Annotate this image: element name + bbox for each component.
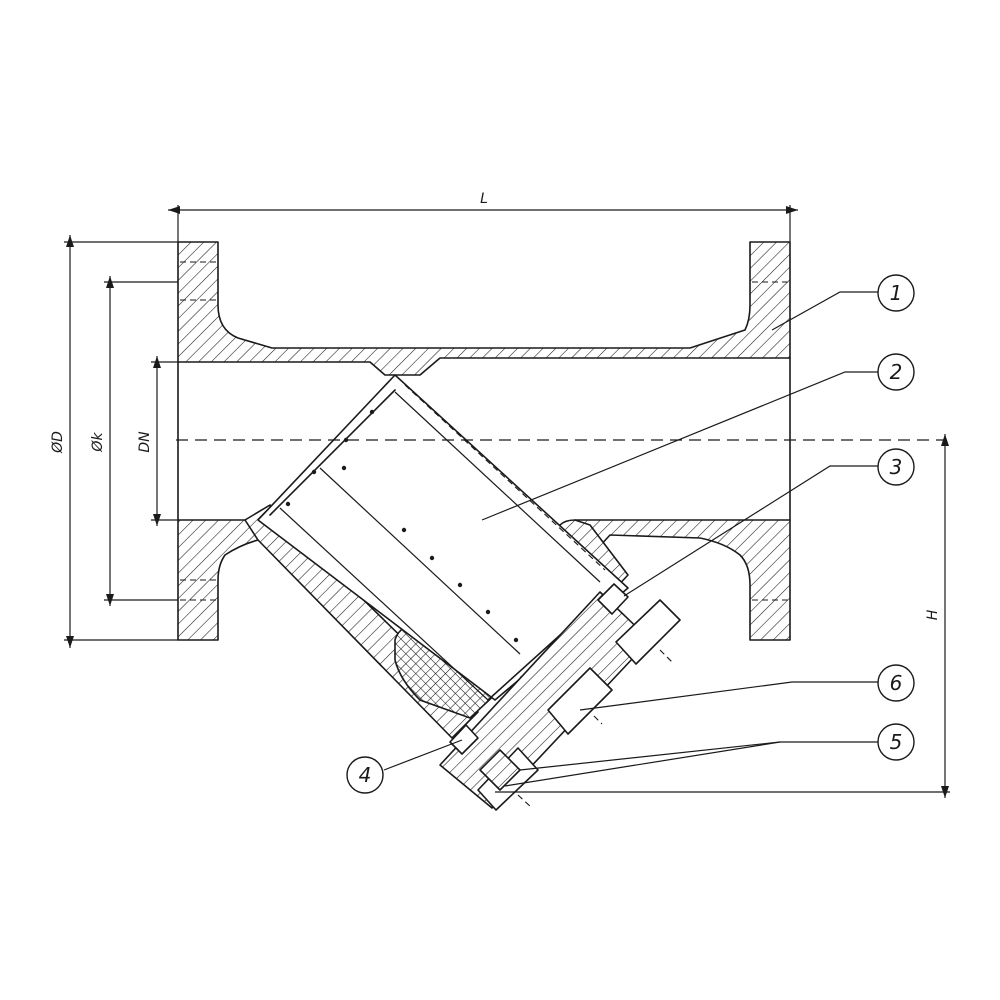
balloon-1: 1 <box>771 274 915 331</box>
balloon-3: 4 <box>346 739 463 794</box>
dimension-label-d: ØD <box>50 431 66 454</box>
dimension-label-dn: DN <box>137 431 153 453</box>
balloon-label-4: 3 <box>890 455 903 479</box>
dimension-H: H <box>495 434 950 798</box>
dimension-D: ØD <box>50 235 178 648</box>
cover-assembly <box>439 583 681 811</box>
strainer-screen <box>257 374 629 715</box>
balloon-label-6: 6 <box>890 671 903 695</box>
dimension-DN: DN <box>137 356 178 526</box>
dimension-label-h: H <box>925 609 941 620</box>
dimension-L: L <box>168 191 798 242</box>
balloon-label-5: 5 <box>890 730 903 754</box>
balloon-label-1: 1 <box>890 281 903 305</box>
balloon-6: 6 <box>579 664 915 711</box>
balloon-label-2: 2 <box>890 360 903 384</box>
balloon-2: 2 <box>481 353 915 521</box>
dimension-label-k: Øk <box>90 432 106 453</box>
dimension-label-l: L <box>480 191 488 207</box>
balloon-4: 3 <box>623 448 915 597</box>
dimension-k: Øk <box>90 276 178 606</box>
balloon-5: 5 <box>504 723 915 787</box>
balloon-label-3: 4 <box>359 763 372 787</box>
